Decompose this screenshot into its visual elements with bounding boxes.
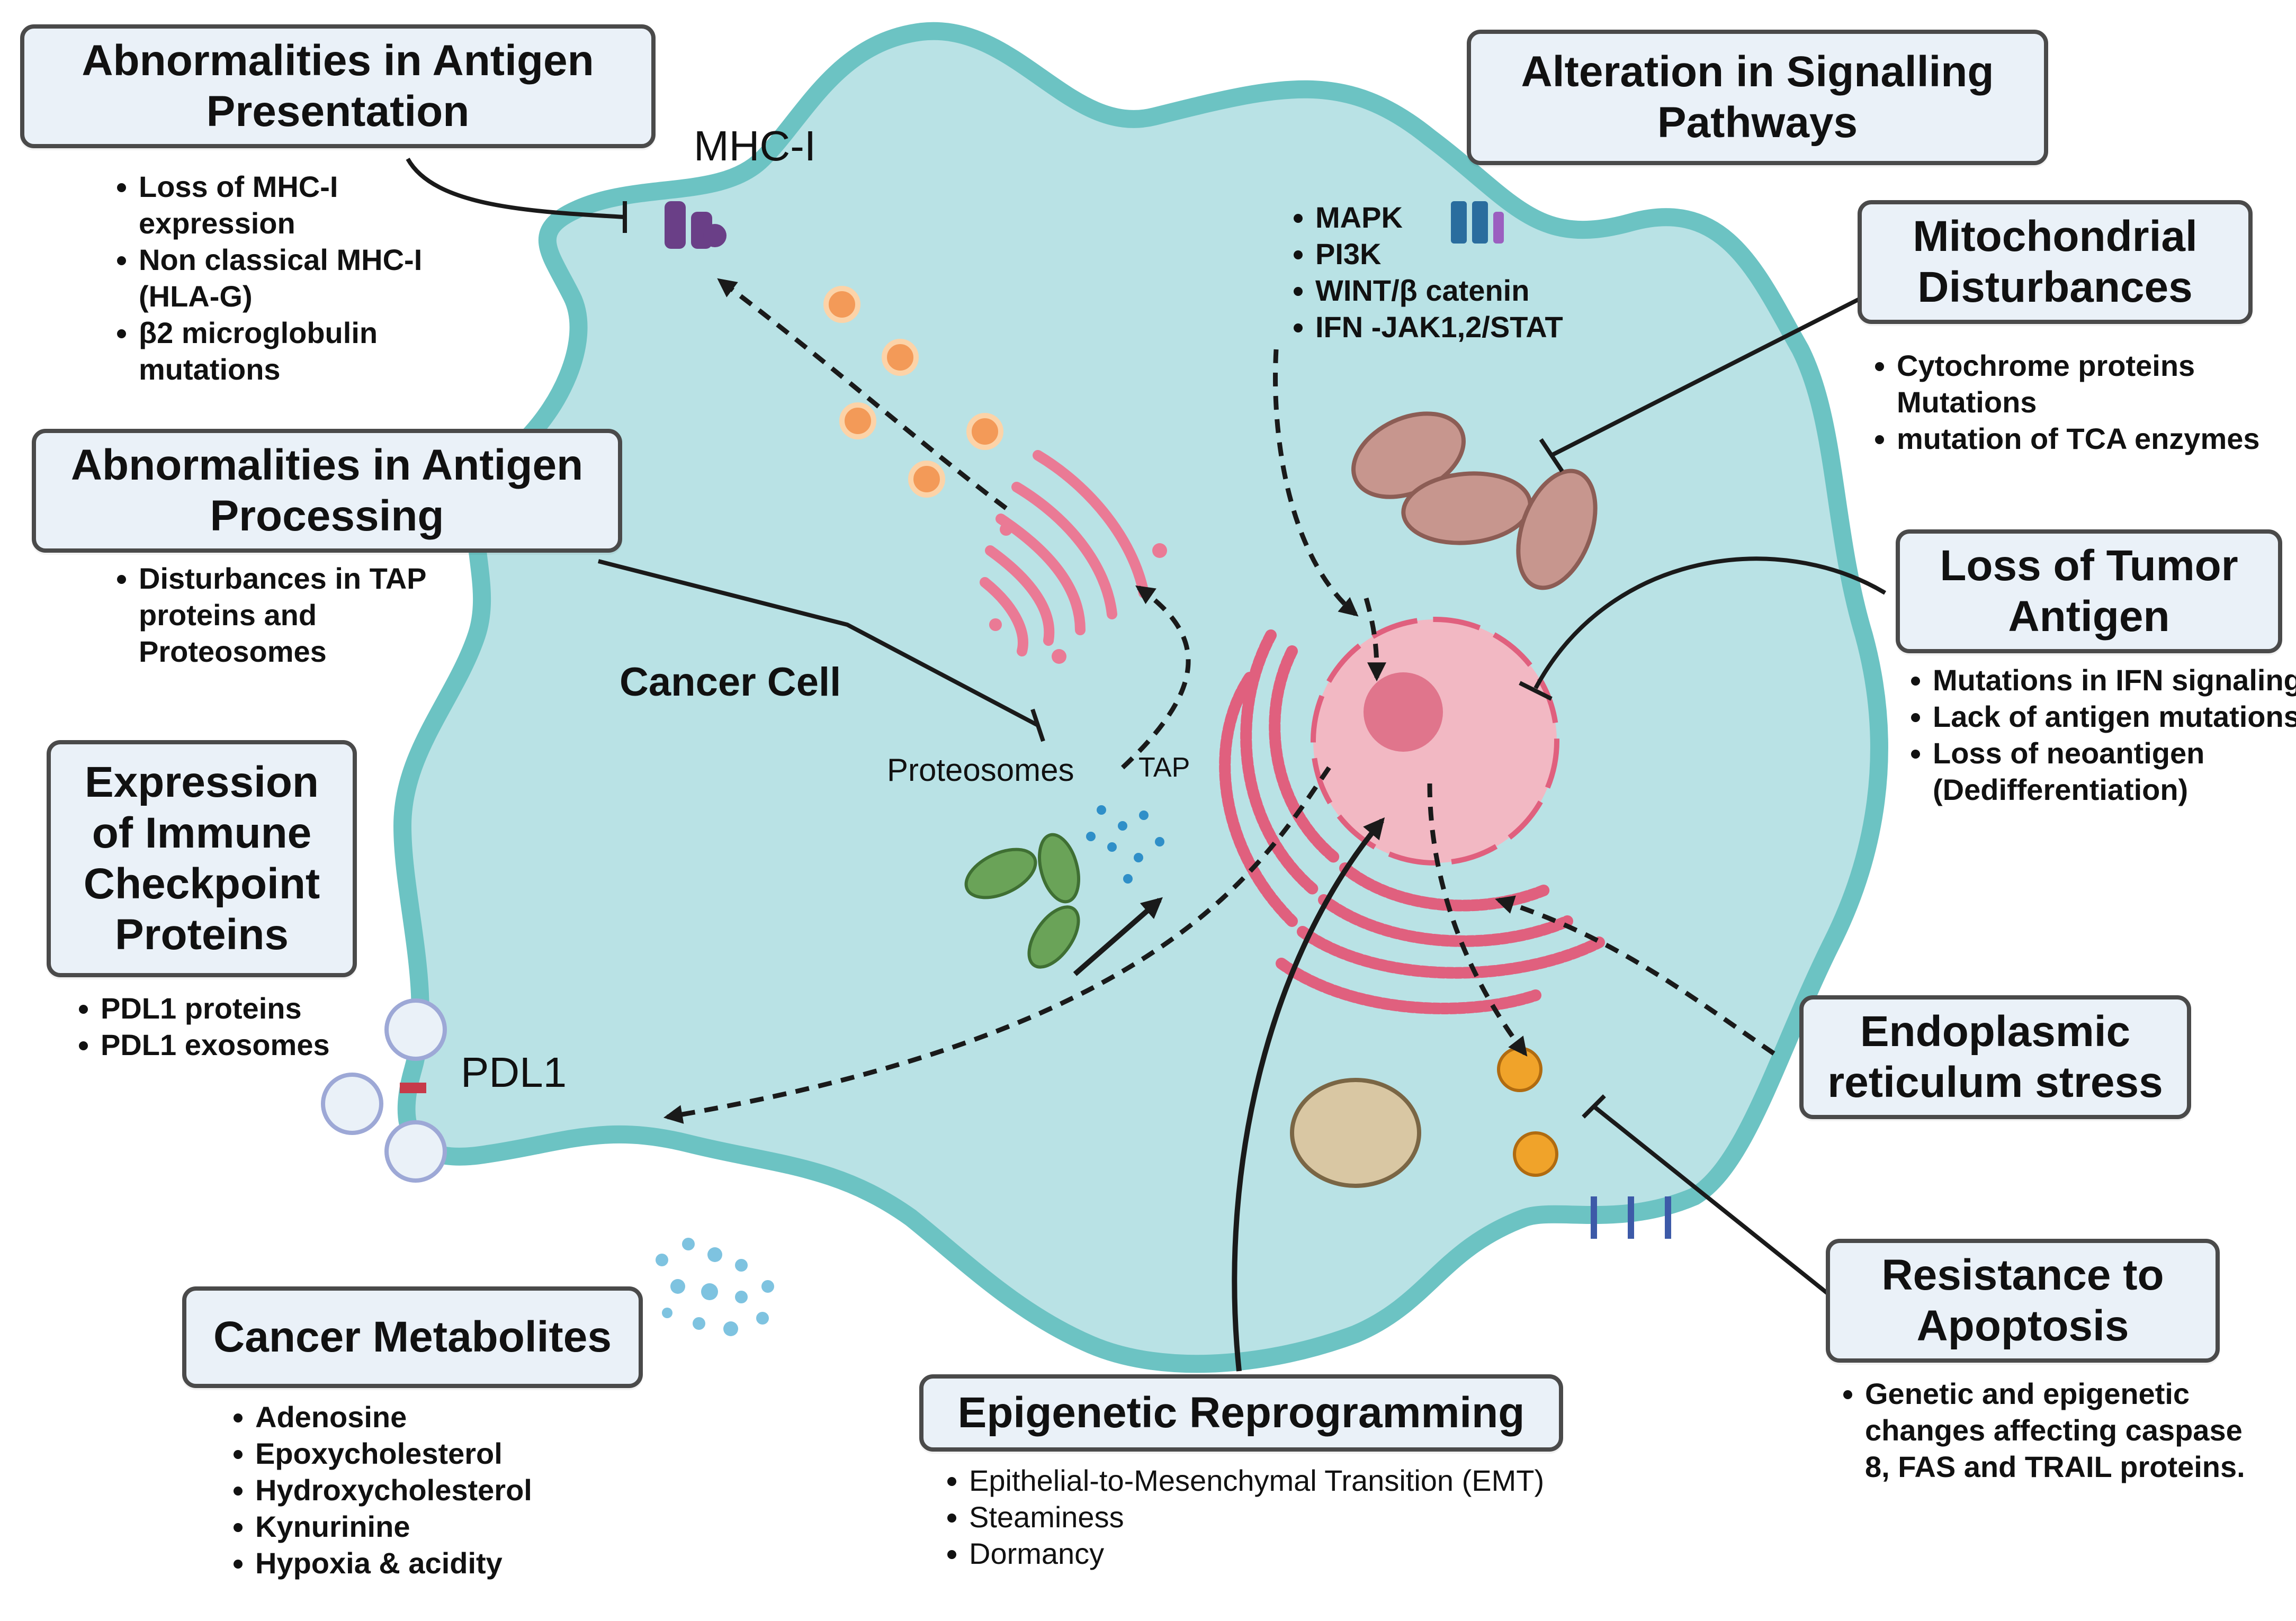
title-line: Proteins [114,910,289,959]
list-signalling-pathways: MAPK PI3K WINT/β catenin IFN -JAK1,2/STA… [1280,199,1686,345]
title-line: Pathways [1657,98,1858,147]
nucleolus [1364,672,1443,752]
title-line: Abnormalities in Antigen [82,37,594,85]
list-item: Cytochrome proteins Mutations [1897,347,2289,420]
title-line: Cancer Metabolites [213,1313,612,1362]
list-item: Dormancy [969,1535,1562,1572]
pdl1-label: PDL1 [461,1049,567,1096]
title-line: Resistance to [1881,1251,2164,1300]
apoptosis-receptors [1497,1047,1558,1177]
list-item: WINT/β catenin [1315,272,1686,309]
title-line: Presentation [206,87,470,136]
list-item: Non classical MHC-I (HLA-G) [139,241,467,314]
death-receptors [1591,1196,1671,1239]
title-line: of Immune [92,809,312,858]
list-item: β2 microglobulin mutations [139,314,467,388]
list-item: PI3K [1315,236,1686,272]
pdl1-exosomes [321,998,447,1183]
box-epigenetic: Epigenetic Reprogramming [919,1374,1563,1452]
green-mitochondria [964,833,1080,969]
list-item: PDL1 proteins [101,990,397,1026]
list-item: Epithelial-to-Mesenchymal Transition (EM… [969,1462,1562,1499]
endoplasmic-reticulum [1219,629,1605,1014]
solid-arrows [1073,817,1385,1372]
title-line: Antigen [2008,592,2170,641]
list-item: Hydroxycholesterol [255,1472,626,1508]
proteosomes-label: Proteosomes [887,752,1074,788]
nucleus [1311,617,1559,866]
list-epigenetic: Epithelial-to-Mesenchymal Transition (EM… [934,1462,1562,1572]
title-line: Endoplasmic [1860,1007,2131,1056]
list-antigen-presentation: Loss of MHC-I expression Non classical M… [104,168,467,388]
title-line: Checkpoint [83,860,320,908]
tap-label: TAP [1138,752,1190,783]
list-item: Hypoxia & acidity [255,1545,626,1581]
list-item: Epoxycholesterol [255,1435,626,1472]
list-item: Adenosine [255,1399,626,1435]
signalling-receptors [1451,201,1504,244]
title-line: reticulum stress [1827,1058,2163,1106]
title-line: Apoptosis [1916,1302,2129,1350]
list-item: IFN -JAK1,2/STAT [1315,309,1686,345]
list-cancer-metabolites: Adenosine Epoxycholesterol Hydroxycholes… [220,1399,626,1581]
list-item: Genetic and epigenetic changes affecting… [1865,1375,2267,1485]
list-apoptosis: Genetic and epigenetic changes affecting… [1830,1375,2267,1485]
golgi-vesicles [989,523,1167,664]
mitochondria-cluster [1351,411,1598,590]
list-item: Disturbances in TAP proteins and Proteos… [139,560,499,670]
list-item: Kynurinine [255,1508,626,1545]
mhc-label: MHC-I [694,122,817,169]
title-line: Loss of Tumor [1940,542,2238,590]
list-item: Mutations in IFN signaling [1933,662,2296,698]
list-antigen-processing: Disturbances in TAP proteins and Proteos… [104,560,499,670]
title-line: Disturbances [1917,263,2193,311]
inhibition-lines [406,158,1897,1299]
list-tumor-antigen: Mutations in IFN signaling Lack of antig… [1898,662,2296,808]
title-line: Processing [210,492,444,540]
list-item: MAPK [1315,199,1686,236]
metabolite-dots [656,1238,774,1336]
title-line: Alteration in Signalling [1521,48,1994,96]
title-line: Mitochondrial [1913,212,2198,261]
title-line: Abnormalities in Antigen [70,441,584,490]
list-item: mutation of TCA enzymes [1897,420,2289,457]
list-item: Steaminess [969,1499,1562,1535]
lipid-droplet [1290,1078,1421,1188]
mhc-receptor [665,201,727,249]
pdl1-protein [400,1083,426,1093]
list-item: Lack of antigen mutations [1933,698,2296,735]
peptide-dots [1086,805,1164,884]
golgi-apparatus [980,450,1149,656]
title-line: Epigenetic Reprogramming [957,1389,1525,1437]
dashed-arrows [663,278,1775,1124]
cell-label: Cancer Cell [620,660,841,705]
antigen-vesicles [823,286,1003,498]
list-immune-checkpoint: PDL1 proteins PDL1 exosomes [66,990,397,1063]
box-cancer-metabolites: Cancer Metabolites [182,1286,643,1388]
list-mitochondrial: Cytochrome proteins Mutations mutation o… [1862,347,2289,457]
list-item: Loss of MHC-I expression [139,168,467,241]
list-item: Loss of neoantigen (Dedifferentiation) [1933,735,2296,808]
title-line: Expression [84,758,319,807]
list-item: PDL1 exosomes [101,1026,397,1063]
